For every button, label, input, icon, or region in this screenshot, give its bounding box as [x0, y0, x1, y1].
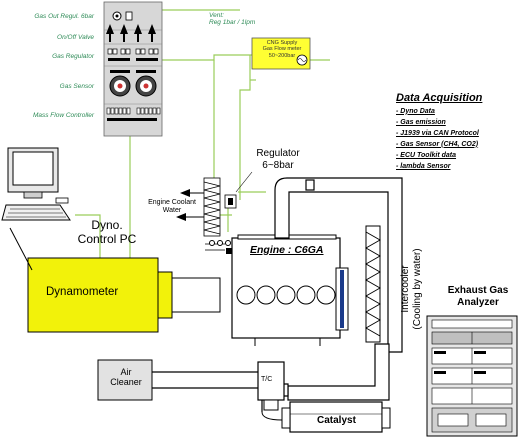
- regulator-label: Regulator 6~8bar: [252, 148, 304, 171]
- exhaust-analyzer-label: Exhaust Gas Analyzer: [440, 285, 516, 308]
- regulator-label-line-2: 6~8bar: [262, 159, 294, 171]
- catalyst-label: Catalyst: [317, 415, 356, 426]
- panel-label-gas-regulator: Gas Regulator: [52, 53, 94, 60]
- panel-label-gas-sensor: Gas Sensor: [59, 83, 94, 90]
- air-cleaner-line-1: Air: [120, 367, 132, 377]
- exhaust-analyzer-line-1: Exhaust Gas: [447, 285, 509, 296]
- air-cleaner: [97, 359, 153, 401]
- coolant-label: Engine Coolant Water: [140, 199, 204, 215]
- vent-label-line-2: Reg 1bar / 1lpm: [209, 19, 256, 27]
- dynamometer: [9, 227, 221, 333]
- data-acquisition-item: - Gas Sensor (CH4, CO2): [396, 140, 479, 148]
- cng-supply-label: CNG Supply Gas Flow meter 50~200bar: [256, 40, 308, 59]
- air-cleaner-label: Air Cleaner: [100, 367, 152, 388]
- coolant-label-line-2: Water: [162, 207, 182, 215]
- engine-label: Engine : C6GA: [250, 244, 324, 256]
- exhaust-gas-analyzer: [426, 315, 518, 437]
- coolant-heat-exchanger: [176, 177, 221, 237]
- cng-supply-line-1: CNG Supply: [266, 40, 298, 46]
- turbo-label: T/C: [261, 376, 273, 383]
- cng-supply-line-2: Gas Flow meter: [262, 46, 302, 53]
- intercooler-label: Intercooler (Cooling by water): [400, 231, 428, 347]
- dyno-pc-label-line-2: Control PC: [77, 231, 137, 246]
- data-acquisition-title: Data Acquisition: [396, 92, 483, 104]
- turbo-charger: [257, 361, 285, 411]
- control-pc-icon: [1, 147, 71, 221]
- data-acquisition-item: - Dyno Data: [396, 107, 435, 115]
- cng-supply-line-3: 50~200bar: [268, 52, 296, 59]
- air-cleaner-line-2: Cleaner: [110, 377, 142, 388]
- cng-supply-box: [251, 37, 311, 70]
- panel-label-gas-out: Gas Out Regul. 6bar: [34, 13, 94, 20]
- panel-label-mass-flow: Mass Flow Controller: [32, 112, 94, 119]
- data-acquisition-item: - lambda Sensor: [396, 162, 451, 170]
- panel-label-onoff-valve: On/Off Valve: [57, 34, 94, 41]
- coolant-label-line-1: Engine Coolant: [148, 199, 196, 206]
- exhaust-analyzer-line-2: Analyzer: [457, 296, 499, 308]
- dynamometer-label: Dynamometer: [46, 286, 119, 298]
- data-acquisition-item: - ECU Toolkit data: [396, 151, 457, 159]
- intercooler-label-rotated: Intercooler (Cooling by water): [400, 231, 423, 347]
- data-acquisition-item: - Gas emission: [396, 118, 446, 126]
- engine-block: [205, 234, 349, 346]
- regulator-label-line-1: Regulator: [256, 148, 300, 159]
- dyno-pc-label-line-1: Dyno.: [91, 218, 123, 232]
- vent-label: Vent: Reg 1bar / 1lpm: [209, 12, 255, 27]
- gas-control-panel: [103, 1, 163, 137]
- data-acquisition-item: - J1939 via CAN Protocol: [396, 129, 479, 137]
- vent-label-line-1: Vent:: [209, 12, 224, 19]
- dyno-pc-label: Dyno. Control PC: [72, 218, 142, 247]
- catalyst: [261, 401, 391, 433]
- data-acquisition-panel: Data Acquisition - Dyno Data - Gas emiss…: [396, 92, 482, 171]
- regulator-icon: [224, 171, 253, 209]
- intercooler: [365, 225, 381, 343]
- intercooler-label-line-1: Intercooler: [400, 265, 411, 313]
- intercooler-label-line-2: (Cooling by water): [411, 248, 423, 330]
